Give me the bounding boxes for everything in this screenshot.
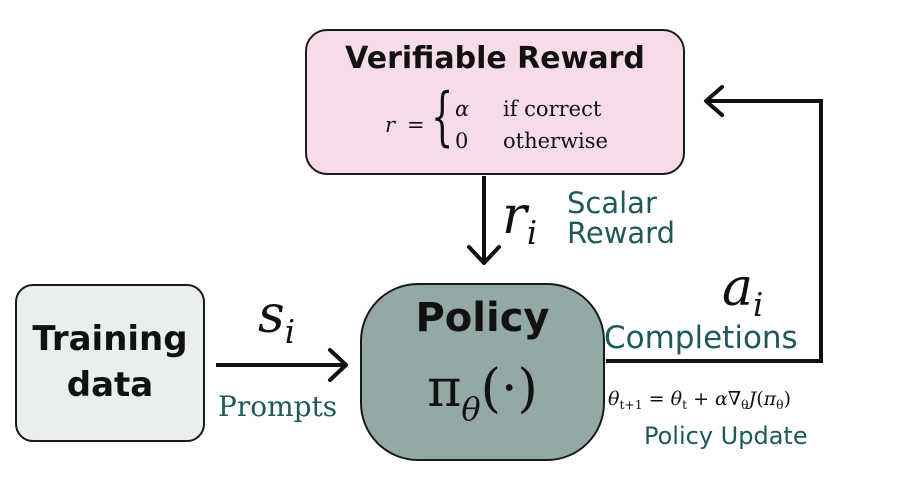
reward-to-policy-arrow-head [467,245,501,265]
policy-update-equation: θt+1 = θt + α∇θJ(πθ) [608,388,792,413]
training-to-policy-arrow-head [328,348,348,382]
policy-pi-arg: (·) [480,359,538,419]
reward-symbol-sub: i [526,214,538,253]
policy-update-label: Policy Update [644,422,808,450]
update-plus: + [687,388,716,410]
update-eq-sign: = [642,388,671,410]
update-rhs-theta: θ [670,388,683,410]
update-rhs-theta-sub: t [682,398,688,413]
state-symbol-sub: i [284,313,295,352]
update-J: J [748,388,757,410]
scalar-reward-line2: Reward [567,216,675,250]
formula-case1-value: α [455,97,470,121]
training-data-label: Training data [17,316,203,408]
action-symbol-sub: i [753,286,764,325]
verifiable-reward-box: Verifiable Reward r = { α if correct 0 o… [305,29,685,175]
formula-equals: = [407,113,425,137]
policy-title: Policy [415,295,550,341]
formula-case2-condition: otherwise [503,129,608,153]
reward-formula: r = { α if correct 0 otherwise [385,85,645,161]
policy-box: Policy πθ(·) [360,283,605,461]
formula-lhs: r [385,113,396,137]
policy-pi-sub: θ [461,390,481,428]
policy-symbol: πθ(·) [362,359,603,428]
reward-symbol: ri [502,186,537,252]
action-symbol: ai [722,258,763,324]
update-J-open: ( [756,388,764,410]
formula-case2-value: 0 [455,129,469,153]
update-pi-sub: θ [776,398,784,413]
policy-pi: π [427,359,462,419]
formula-brace: { [431,80,454,154]
prompts-label: Prompts [218,390,338,423]
state-symbol: si [258,285,295,351]
policy-to-reward-loop [606,99,823,363]
update-J-close: ) [783,388,792,410]
reward-box-title: Verifiable Reward [345,41,645,76]
update-nabla: ∇ [727,388,742,410]
training-data-box: Training data [15,284,205,442]
formula-case1-condition: if correct [503,97,602,121]
state-symbol-main: s [258,285,285,345]
scalar-reward-line1: Scalar [567,186,657,220]
policy-to-reward-loop-head [704,85,724,117]
training-label-line1: Training [32,319,188,359]
training-label-line2: data [66,365,154,405]
update-lhs: θ [608,388,620,410]
update-lhs-sub: t+1 [619,398,643,413]
update-nabla-sub: θ [741,398,749,413]
update-alpha: α [715,388,728,410]
completions-label: Completions [604,320,798,356]
scalar-reward-label: Scalar Reward [567,188,675,248]
action-symbol-main: a [722,258,754,318]
reward-symbol-main: r [502,186,527,246]
update-pi: π [763,388,777,410]
